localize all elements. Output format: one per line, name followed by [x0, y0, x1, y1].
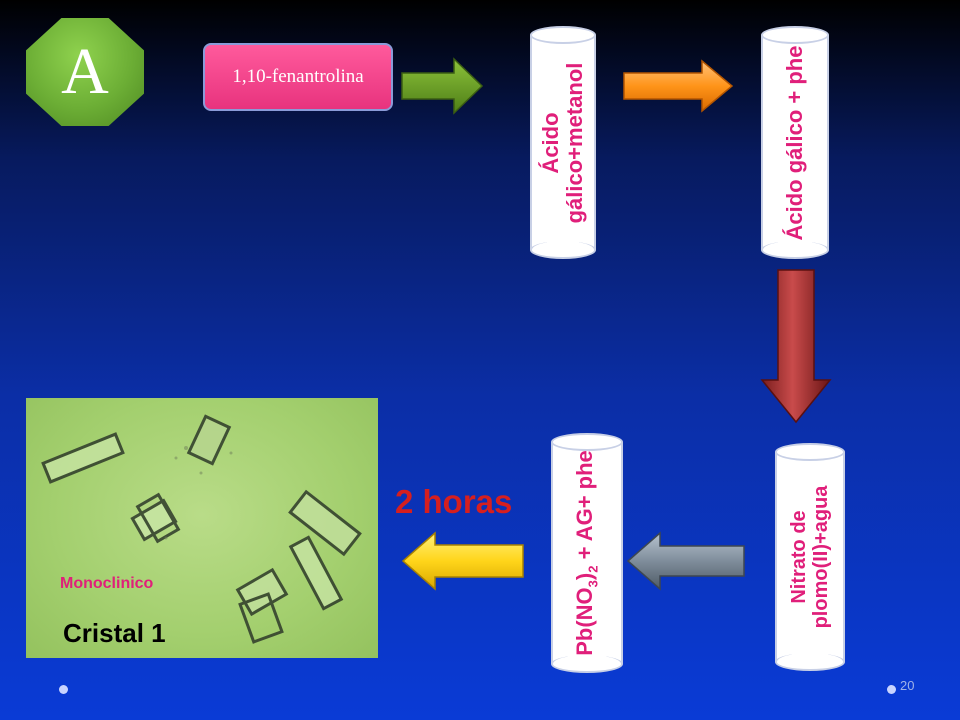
- arrow-left-yellow: [401, 531, 524, 591]
- reagent-box: 1,10-fenantrolina: [203, 43, 393, 111]
- formula-main: Pb(NO: [572, 587, 598, 656]
- tube-gallic-phe: Ácido gálico + phe: [761, 26, 829, 259]
- formula-sub-3: 3: [585, 580, 601, 588]
- arrow-right-orange: [623, 59, 734, 113]
- arrow-left-gray: [626, 531, 745, 591]
- tube-label: Nitrato de plomo(II)+agua: [788, 485, 832, 629]
- formula-paren: ): [572, 572, 598, 581]
- tube-label: Pb(NO3)2 + AG+ phe: [572, 450, 601, 656]
- page-number: 20: [900, 678, 915, 693]
- crystal-caption: Cristal 1: [63, 618, 166, 648]
- arrow-down-red: [760, 269, 832, 424]
- footer-bullet-right: [887, 685, 896, 694]
- tube-lead-nitrate-ag-phe: Pb(NO3)2 + AG+ phe: [551, 433, 623, 673]
- crystal-system-label: Monoclinico: [60, 575, 154, 592]
- tube-lead-nitrate-water: Nitrato de plomo(II)+agua: [775, 443, 845, 671]
- crystal-drawing: [41, 414, 362, 644]
- formula-sub-2: 2: [585, 565, 601, 573]
- tube-gallic-methanol: Ácido gálico+metanol: [530, 26, 596, 259]
- step-badge: A: [26, 18, 144, 126]
- tube-label: Ácido gálico + phe: [781, 45, 807, 240]
- tube-label: Ácido gálico+metanol: [537, 62, 587, 223]
- crystal-micrograph: [26, 398, 378, 658]
- footer-bullet-left: [59, 685, 68, 694]
- step-letter: A: [61, 35, 109, 108]
- time-label: 2 horas: [395, 483, 513, 520]
- formula-end: + AG+ phe: [572, 450, 598, 566]
- arrow-right-green: [401, 57, 484, 115]
